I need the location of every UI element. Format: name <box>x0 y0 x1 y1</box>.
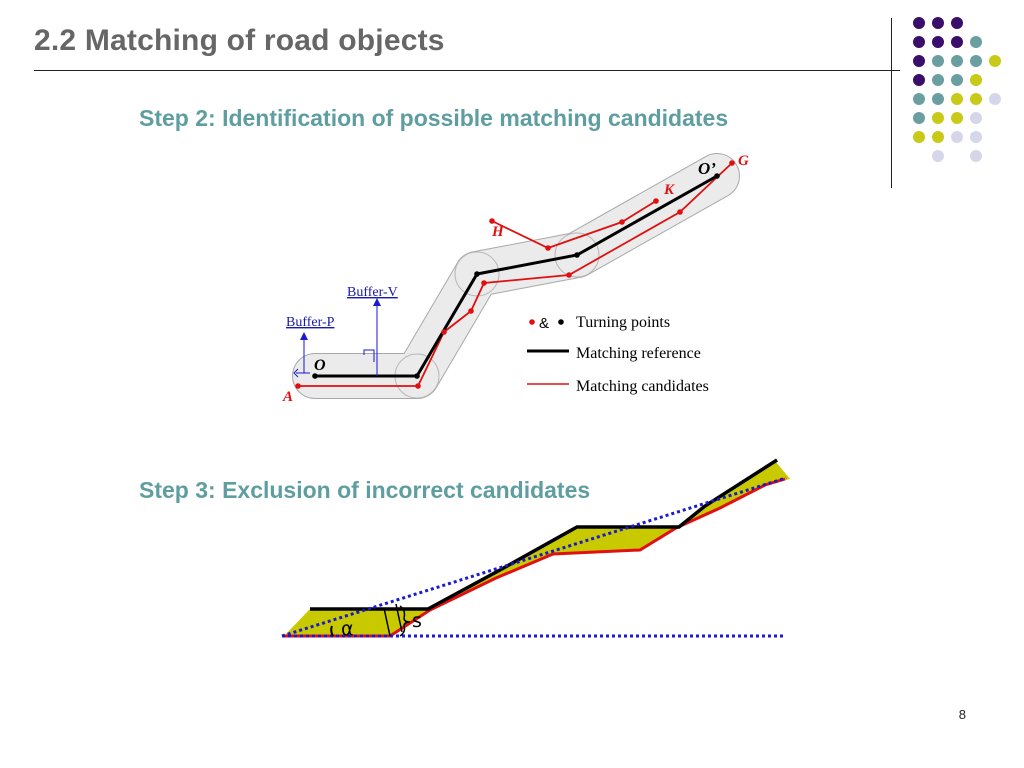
alpha-label: α <box>341 618 354 640</box>
reference-line <box>310 458 778 611</box>
dot <box>951 55 963 67</box>
dot <box>932 17 944 29</box>
dot <box>989 55 1001 67</box>
dot <box>913 55 925 67</box>
trend-dotted <box>281 476 787 638</box>
legend-matching-candidates: Matching candidates <box>576 378 709 395</box>
candidate-turning-point <box>295 383 301 389</box>
dot <box>951 112 963 124</box>
dot <box>970 93 982 105</box>
dot <box>970 74 982 86</box>
candidate-turning-point <box>481 280 487 286</box>
legend-red-point <box>529 319 535 325</box>
vertical-divider <box>891 18 892 188</box>
dot <box>970 131 982 143</box>
dot <box>932 93 944 105</box>
candidate-turning-point <box>545 245 551 251</box>
candidate-line-ag <box>298 162 733 387</box>
dot <box>970 112 982 124</box>
candidate-line-hk <box>491 200 657 249</box>
reference-turning-point <box>414 373 420 379</box>
legend-turning-points: Turning points <box>576 314 670 331</box>
label-a: A <box>282 389 293 405</box>
page-number: 8 <box>958 707 966 722</box>
buffer-v-marker <box>363 349 375 362</box>
title-divider <box>34 70 900 71</box>
dot <box>951 131 963 143</box>
reference-turning-point <box>312 373 318 379</box>
dot <box>970 36 982 48</box>
candidate-turning-point <box>566 272 572 278</box>
dot <box>951 17 963 29</box>
legend-black-point <box>558 319 564 325</box>
legend: & Turning points Matching reference Matc… <box>527 314 709 395</box>
dot <box>913 131 925 143</box>
candidate-turning-point <box>677 209 683 215</box>
legend-matching-reference: Matching reference <box>576 345 701 362</box>
label-buffer-p: Buffer-P <box>286 315 335 330</box>
distance-marker <box>383 603 411 637</box>
buffer-indicators <box>293 298 381 378</box>
dot <box>932 36 944 48</box>
dot <box>932 55 944 67</box>
distance-brace <box>399 605 411 637</box>
s-label: s <box>412 610 422 632</box>
angle-arc <box>330 625 334 637</box>
candidate-line <box>282 477 786 638</box>
label-o-prime: O’ <box>698 159 716 178</box>
dot <box>951 74 963 86</box>
reference-turning-point <box>574 252 580 258</box>
dot <box>951 93 963 105</box>
dot <box>913 93 925 105</box>
candidate-turning-point <box>441 329 447 335</box>
dot <box>932 131 944 143</box>
candidate-turning-point <box>468 308 474 314</box>
candidate-turning-point <box>619 219 625 225</box>
candidate-turning-point <box>729 160 735 166</box>
label-g: G <box>738 153 749 169</box>
dot <box>970 55 982 67</box>
candidate-turning-point <box>415 383 421 389</box>
dot <box>932 74 944 86</box>
label-o: O <box>314 357 326 374</box>
dot <box>913 112 925 124</box>
dot <box>932 112 944 124</box>
dot <box>989 93 1001 105</box>
step3-heading: Step 3: Exclusion of incorrect candidate… <box>139 477 591 503</box>
dot <box>913 74 925 86</box>
arrowhead <box>373 298 381 306</box>
label-buffer-v: Buffer-V <box>347 285 398 300</box>
buffer-joint <box>554 232 600 278</box>
reference-turning-point <box>474 271 480 277</box>
dot <box>913 36 925 48</box>
slide-title: 2.2 Matching of road objects <box>34 24 445 57</box>
buffer-p-marker <box>293 368 299 378</box>
legend-amp: & <box>539 315 549 332</box>
candidate-turning-point <box>489 218 495 224</box>
dot <box>970 150 982 162</box>
label-k: K <box>663 182 675 198</box>
dot <box>913 17 925 29</box>
dot <box>951 36 963 48</box>
reference-turning-point <box>714 173 720 179</box>
arrowhead <box>300 332 308 340</box>
candidate-turning-point <box>653 198 659 204</box>
dot <box>932 150 944 162</box>
label-h: H <box>491 224 505 240</box>
step2-heading: Step 2: Identification of possible match… <box>139 105 729 131</box>
